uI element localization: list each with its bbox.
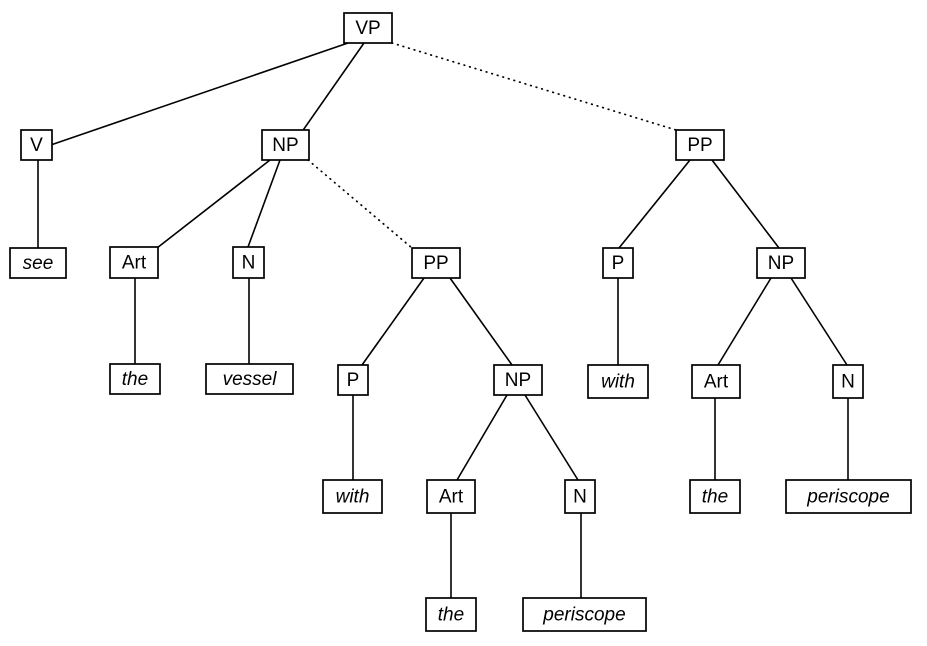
tree-node-peri_r[interactable]: periscope — [785, 479, 912, 514]
node-label-see: see — [23, 253, 54, 274]
tree-edge-vp-to-v — [41, 42, 349, 149]
node-box-p_mid — [337, 364, 369, 396]
node-label-with_r: with — [601, 372, 635, 393]
tree-edge-pp_right-to-np_right — [711, 159, 780, 249]
node-box-vp — [343, 12, 393, 44]
node-box-n_m — [564, 479, 596, 514]
tree-node-the_r[interactable]: the — [689, 479, 741, 514]
edge-layer — [37, 42, 849, 598]
node-box-n_r — [832, 364, 864, 399]
node-label-np1: NP — [272, 135, 298, 156]
node-label-art_r: Art — [704, 372, 729, 393]
node-label-np_right: NP — [768, 253, 794, 274]
tree-node-art1[interactable]: Art — [109, 246, 159, 279]
tree-edge-vp-to-pp_right — [391, 42, 677, 131]
tree-node-v[interactable]: V — [20, 129, 53, 161]
node-label-peri_r: periscope — [806, 487, 889, 508]
node-box-with_r — [587, 364, 649, 399]
node-label-p_right: P — [612, 253, 625, 274]
tree-edge-np_mid-to-n_m — [524, 394, 579, 481]
tree-node-n_r[interactable]: N — [832, 364, 864, 399]
node-label-vp: VP — [355, 18, 380, 39]
node-label-with_m: with — [336, 487, 370, 508]
tree-node-n1[interactable]: N — [232, 246, 265, 279]
tree-node-p_right[interactable]: P — [602, 247, 634, 279]
tree-node-pp_right[interactable]: PP — [675, 129, 725, 161]
node-box-art1 — [109, 246, 159, 279]
node-box-art_r — [691, 364, 741, 399]
node-label-art_m: Art — [439, 487, 464, 508]
node-box-n1 — [232, 246, 265, 279]
node-box-np_right — [756, 247, 806, 279]
node-box-the_r — [689, 479, 741, 514]
node-box-peri_m — [522, 597, 647, 632]
tree-edge-np_right-to-n_r — [790, 277, 848, 366]
node-label-np_mid: NP — [505, 370, 531, 391]
tree-node-vessel[interactable]: vessel — [205, 363, 294, 395]
node-box-art_m — [426, 479, 476, 514]
tree-edge-np1-to-art1 — [156, 159, 271, 249]
tree-edge-vp-to-np1 — [291, 42, 365, 147]
tree-node-vp[interactable]: VP — [343, 12, 393, 44]
node-box-the1 — [109, 363, 161, 395]
node-box-peri_r — [785, 479, 912, 514]
tree-node-peri_m[interactable]: periscope — [522, 597, 647, 632]
tree-node-the_m[interactable]: the — [425, 597, 477, 632]
tree-node-the1[interactable]: the — [109, 363, 161, 395]
node-label-n1: N — [242, 253, 256, 274]
node-box-with_m — [322, 479, 383, 514]
tree-node-np_mid[interactable]: NP — [493, 364, 543, 396]
tree-edge-np_mid-to-art_m — [456, 394, 508, 481]
node-label-peri_m: periscope — [542, 605, 625, 626]
node-label-v: V — [30, 135, 43, 156]
node-label-vessel: vessel — [223, 369, 278, 390]
node-label-p_mid: P — [347, 370, 360, 391]
tree-node-n_m[interactable]: N — [564, 479, 596, 514]
tree-edge-np1-to-pp_mid — [307, 159, 413, 249]
tree-edge-pp_right-to-p_right — [618, 159, 691, 249]
node-label-the_m: the — [438, 605, 464, 626]
node-label-the_r: the — [702, 487, 728, 508]
node-box-np1 — [261, 129, 310, 161]
tree-node-with_r[interactable]: with — [587, 364, 649, 399]
tree-node-np_right[interactable]: NP — [756, 247, 806, 279]
node-box-the_m — [425, 597, 477, 632]
tree-node-art_m[interactable]: Art — [426, 479, 476, 514]
node-label-pp_mid: PP — [423, 253, 448, 274]
node-box-pp_mid — [411, 247, 461, 279]
tree-edge-np1-to-n1 — [247, 159, 281, 248]
tree-edge-pp_mid-to-np_mid — [449, 277, 513, 366]
node-box-see — [9, 247, 67, 279]
node-label-art1: Art — [122, 253, 147, 274]
node-box-pp_right — [675, 129, 725, 161]
tree-node-pp_mid[interactable]: PP — [411, 247, 461, 279]
node-box-np_mid — [493, 364, 543, 396]
node-label-n_r: N — [841, 372, 855, 393]
tree-node-see[interactable]: see — [9, 247, 67, 279]
tree-edge-np_right-to-art_r — [717, 277, 772, 366]
node-box-v — [20, 129, 53, 161]
node-label-the1: the — [122, 369, 148, 390]
tree-edge-pp_mid-to-p_mid — [361, 277, 425, 366]
tree-node-art_r[interactable]: Art — [691, 364, 741, 399]
node-box-vessel — [205, 363, 294, 395]
tree-node-with_m[interactable]: with — [322, 479, 383, 514]
tree-node-p_mid[interactable]: P — [337, 364, 369, 396]
node-label-pp_right: PP — [687, 135, 712, 156]
node-label-n_m: N — [573, 487, 587, 508]
node-box-p_right — [602, 247, 634, 279]
tree-node-np1[interactable]: NP — [261, 129, 310, 161]
